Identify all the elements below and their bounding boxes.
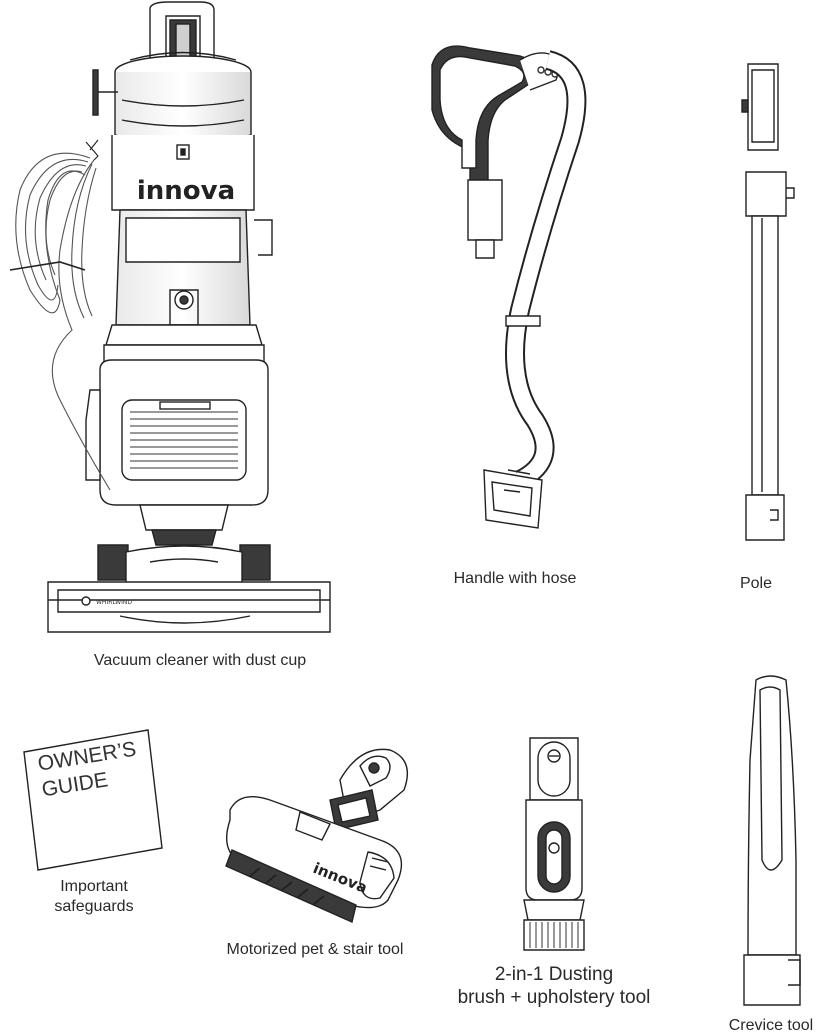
dusting-brush-caption-line2: brush + upholstery tool: [457, 987, 651, 1008]
pet-tool-icon: [225, 748, 408, 923]
svg-text:WHIRLWIND: WHIRLWIND: [96, 599, 132, 606]
vacuum-icon: WHIRLWIND: [9, 1, 331, 633]
pole-icon: [741, 63, 795, 541]
crevice-caption: Crevice tool: [728, 1017, 814, 1034]
owners-guide-caption-line2: safeguards: [54, 898, 134, 915]
owners-guide-caption-line1: Important: [60, 878, 128, 895]
dusting-brush-caption-line1: 2-in-1 Dusting: [494, 964, 614, 985]
owners-guide-caption: Important safeguards: [30, 877, 158, 917]
vacuum-caption: Vacuum cleaner with dust cup: [93, 652, 307, 669]
dusting-brush-caption: 2-in-1 Dusting brush + upholstery tool: [430, 963, 678, 1009]
handle-hose-icon: [431, 45, 587, 529]
pet-tool-caption: Motorized pet & stair tool: [226, 941, 404, 958]
handle-hose-caption: Handle with hose: [453, 570, 577, 587]
dusting-brush-icon: [523, 737, 585, 951]
crevice-tool-icon: [743, 675, 801, 1006]
booklet-icon: [23, 729, 163, 871]
vacuum-brand-mark: innova: [137, 176, 235, 206]
pole-caption: Pole: [739, 575, 773, 592]
